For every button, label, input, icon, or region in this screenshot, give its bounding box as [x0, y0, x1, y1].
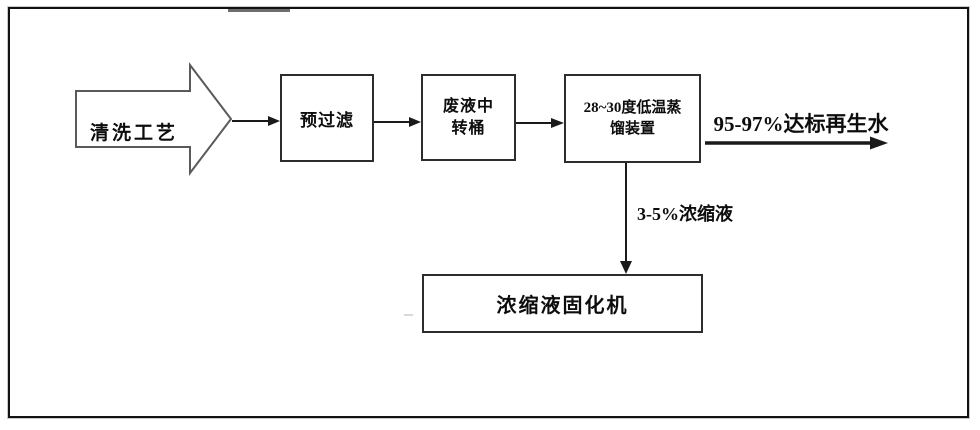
node-concentrate-solidifier: 浓缩液固化机 [422, 274, 703, 333]
node-prefilter: 预过滤 [280, 74, 374, 162]
scan-artifact-top-border [228, 9, 290, 12]
arrowhead-prefilter [268, 116, 280, 126]
node-transfer-barrel: 废液中 转桶 [421, 74, 516, 161]
diagram-frame [7, 6, 970, 419]
arrowhead-solidifier [620, 261, 632, 274]
arrowhead-distill [551, 118, 564, 128]
scan-artifact-dash [404, 314, 413, 316]
arrowhead-reclaimed [870, 136, 888, 150]
block-arrow-label: 清洗工艺 [89, 123, 178, 144]
block-arrow-shape [75, 62, 233, 176]
edge-label-reclaimed-water: 95-97%达标再生水 [713, 112, 889, 136]
arrowhead-transfer [409, 117, 421, 127]
edge-label-concentrate: 3-5%浓缩液 [637, 204, 733, 224]
node-distillation-unit: 28~30度低温蒸 馏装置 [564, 74, 701, 163]
